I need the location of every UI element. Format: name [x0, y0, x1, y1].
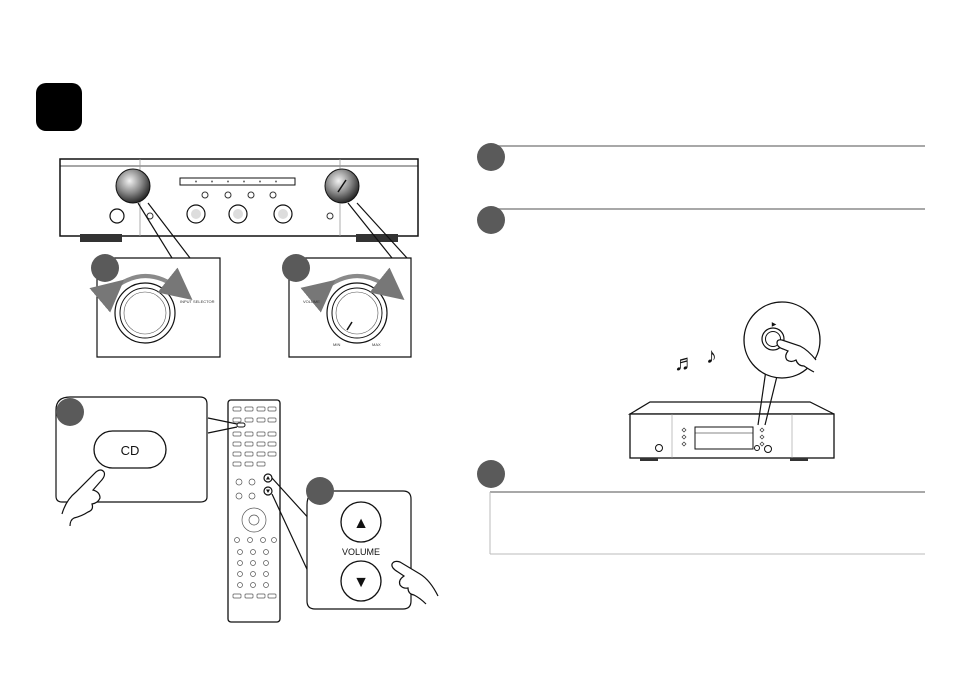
- play-button-zoom: ▶: [743, 301, 821, 379]
- cd-button-zoom: CD: [55, 396, 208, 527]
- step-circle-2: [477, 206, 505, 234]
- input-selector-knob: [115, 168, 151, 204]
- step-circle-a: [91, 254, 119, 282]
- step-circle-b: [282, 254, 310, 282]
- volume-buttons-label: VOLUME: [342, 547, 380, 557]
- section-badge: [36, 83, 82, 131]
- step-circle-c: [56, 398, 84, 426]
- svg-text:MIN: MIN: [333, 342, 340, 347]
- remote-control: [227, 399, 281, 623]
- music-note-single: ♪: [706, 343, 717, 368]
- amplifier-illustration: [59, 158, 419, 242]
- play-symbol: ▶: [772, 322, 777, 328]
- volume-down-button: [340, 560, 382, 602]
- step-circle-d: [306, 477, 334, 505]
- volume-up-button: [340, 501, 382, 543]
- step-circle-1: [477, 143, 505, 171]
- volume-knob-text: VOLUME: [303, 299, 320, 304]
- pointing-hand-play: [776, 339, 817, 373]
- cd-button: [93, 430, 167, 469]
- volume-knob-zoom: VOLUME MIN MAX: [288, 257, 412, 358]
- pointing-hand-cd: [61, 469, 106, 527]
- svg-text:MAX: MAX: [372, 342, 381, 347]
- steps-panel: [477, 143, 925, 555]
- cd-button-label: CD: [121, 443, 140, 458]
- music-note-double: ♬: [674, 350, 696, 375]
- cd-player-illustration: [627, 401, 835, 461]
- input-selector-text: INPUT SELECTOR: [180, 299, 215, 304]
- step-circle-3: [477, 460, 505, 488]
- volume-buttons-zoom: ▲ VOLUME ▼: [306, 490, 439, 610]
- volume-up-symbol: ▲: [353, 515, 369, 532]
- volume-down-symbol: ▼: [353, 574, 369, 591]
- display-window: [179, 177, 296, 186]
- cd-tray: [694, 426, 754, 450]
- input-selector-zoom: INPUT SELECTOR: [89, 257, 221, 358]
- pointing-hand-volume: [391, 560, 439, 605]
